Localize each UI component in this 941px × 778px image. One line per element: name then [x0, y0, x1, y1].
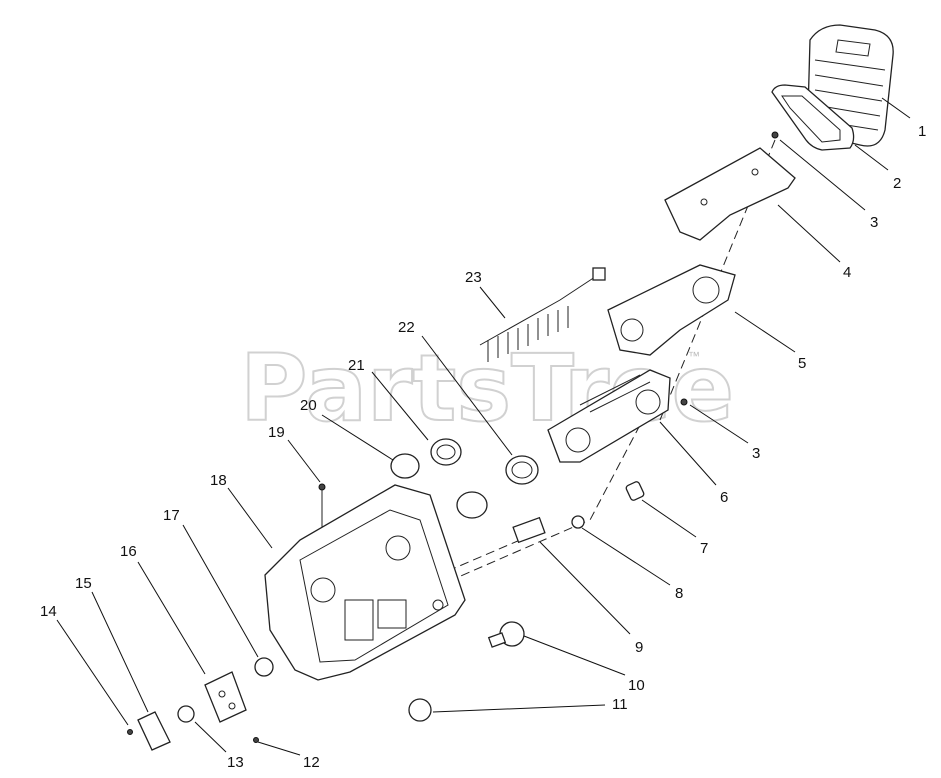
callout-11: 11: [612, 696, 628, 713]
part-9-switch: [512, 516, 546, 544]
callout-19: 19: [268, 424, 285, 441]
callout-17: 17: [163, 507, 180, 524]
callout-20: 20: [300, 397, 317, 414]
callout-9: 9: [635, 639, 643, 656]
part-23-harness: [479, 267, 606, 362]
part-12-screw: [253, 737, 259, 743]
callout-14: 14: [40, 603, 57, 620]
callout-10: 10: [628, 677, 645, 694]
callout-16: 16: [120, 543, 137, 560]
callout-8: 8: [675, 585, 683, 602]
callout-12: 12: [303, 754, 320, 771]
callout-6: 6: [720, 489, 728, 506]
part-7-knob: [625, 481, 645, 501]
callout-13: 13: [227, 754, 244, 771]
callout-18: 18: [210, 472, 227, 489]
callout-3-upper: 3: [870, 214, 878, 231]
axis-line-switch: [449, 539, 521, 571]
callout-15: 15: [75, 575, 92, 592]
watermark-trademark: ™: [688, 349, 700, 363]
part-8-washer: [571, 515, 585, 529]
axis-line-lower: [439, 521, 586, 586]
part-22-gauge: [505, 455, 539, 485]
callout-1: 1: [918, 123, 926, 140]
part-6-gauge-panel: [547, 369, 671, 463]
leader-lines: [56, 97, 911, 756]
part-20-ring: [390, 453, 420, 479]
part-21-gauge: [430, 438, 462, 466]
axis-line-mid: [589, 424, 641, 521]
part-13-bulb: [177, 705, 195, 723]
part-16-relay: [204, 671, 247, 723]
part-5-plate: [607, 264, 736, 356]
callout-5: 5: [798, 355, 806, 372]
part-10-bulb: [487, 621, 525, 648]
part-3-screw-lower: [680, 398, 688, 406]
part-18-dash-housing: [264, 484, 466, 681]
part-2-gasket: [771, 84, 855, 151]
callout-7: 7: [700, 540, 708, 557]
part-4-bracket: [664, 147, 796, 241]
callout-3-lower: 3: [752, 445, 760, 462]
callout-22: 22: [398, 319, 415, 336]
part-15-bracket: [137, 711, 171, 751]
part-11-socket: [408, 698, 432, 722]
part-17-bulb: [254, 657, 274, 677]
part-20-ring-second: [456, 491, 488, 519]
callout-labels: 1 2 3 4 5 3 6 7 8 9 10 11 12 13 14 15 16…: [40, 123, 926, 771]
callout-2: 2: [893, 175, 901, 192]
part-19-screw: [318, 483, 326, 535]
part-14-screw: [127, 729, 133, 735]
callout-23: 23: [465, 269, 482, 286]
callout-21: 21: [348, 357, 365, 374]
part-3-screw-upper: [771, 131, 779, 139]
callout-4: 4: [843, 264, 851, 281]
